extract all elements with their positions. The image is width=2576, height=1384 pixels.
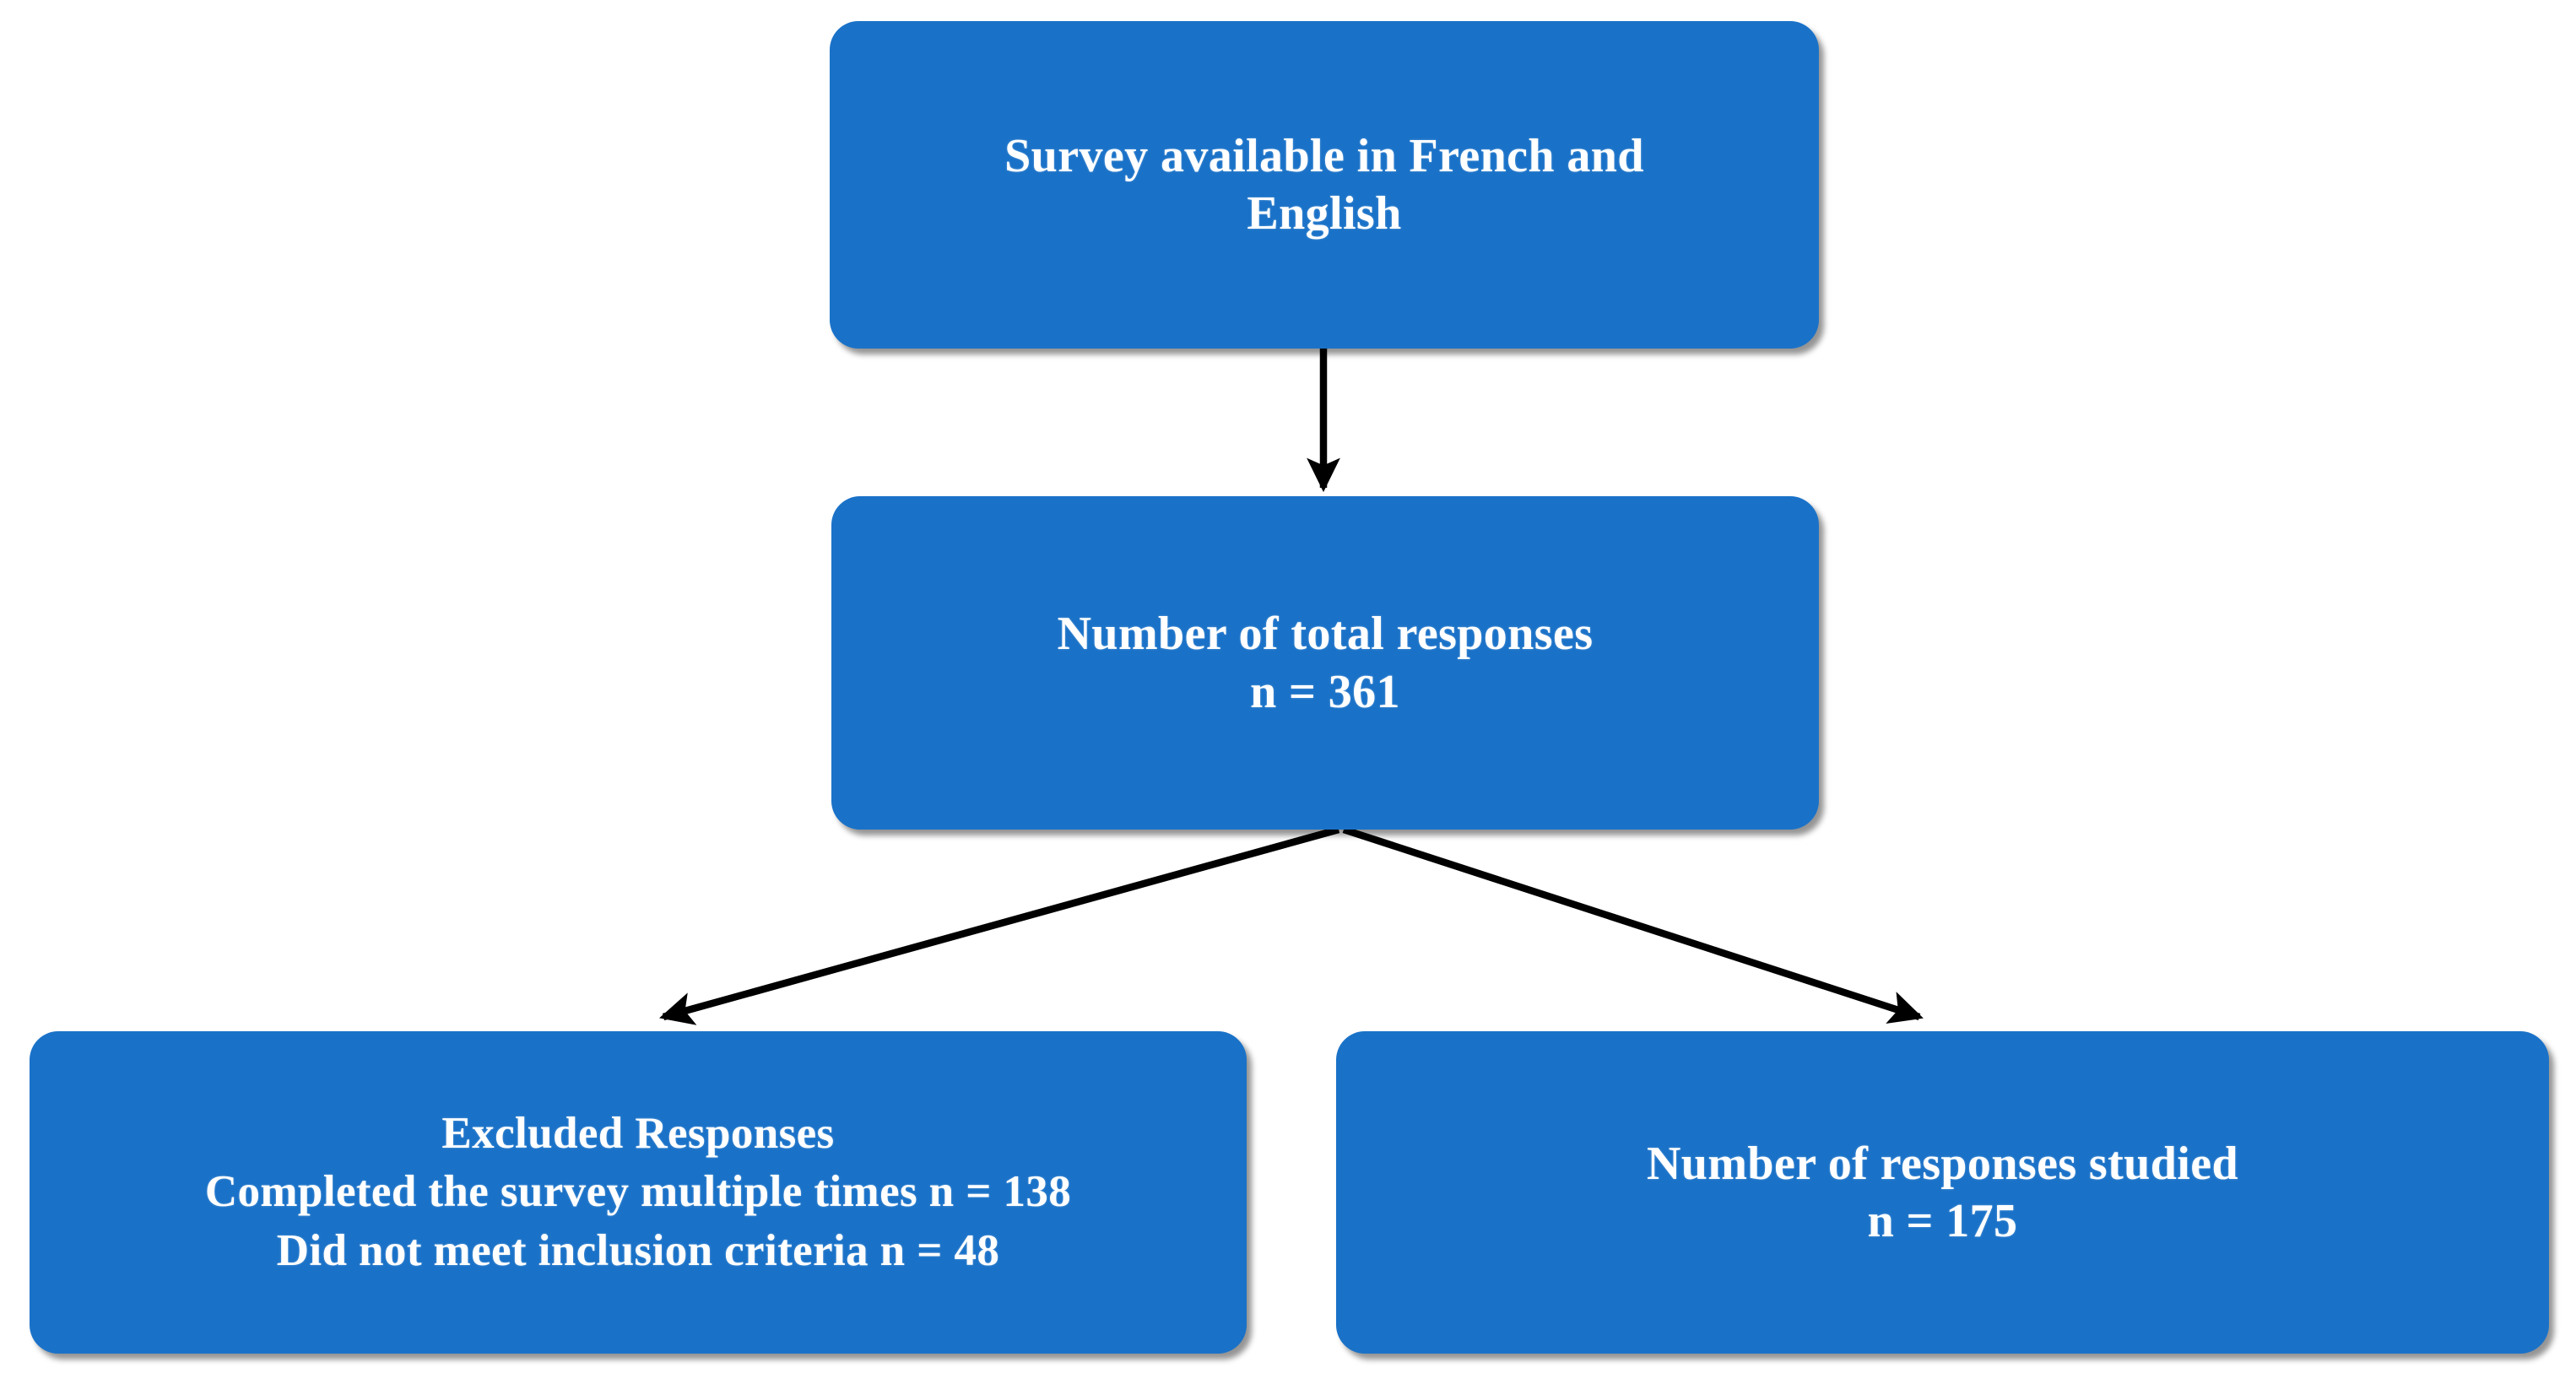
node-total-responses-text: Number of total responses n = 361 [831, 605, 1819, 721]
node-excluded-responses: Excluded Responses Completed the survey … [30, 1031, 1247, 1354]
node-text-line: Number of total responses [1057, 608, 1594, 661]
node-text-line: Completed the survey multiple times n = … [204, 1167, 1072, 1217]
node-responses-studied-text: Number of responses studied n = 175 [1336, 1135, 2549, 1251]
node-survey-available-text: Survey available in French and English [830, 127, 1819, 243]
node-excluded-responses-text: Excluded Responses Completed the survey … [30, 1105, 1247, 1280]
node-survey-available: Survey available in French and English [830, 21, 1819, 349]
node-text-line: Number of responses studied [1646, 1137, 2239, 1190]
node-text-line: n = 361 [1250, 665, 1400, 718]
node-text-line: English [1247, 187, 1402, 240]
node-responses-studied: Number of responses studied n = 175 [1336, 1031, 2549, 1354]
node-total-responses: Number of total responses n = 361 [831, 496, 1819, 830]
node-text-line: n = 175 [1867, 1195, 2018, 1247]
arrow-total-to-studied [1342, 825, 1924, 1024]
node-text-line: Did not meet inclusion criteria n = 48 [276, 1225, 1000, 1275]
node-text-line: Survey available in French and [1004, 129, 1644, 182]
arrow-total-to-excluded [659, 825, 1340, 1025]
node-text-line: Excluded Responses [441, 1108, 835, 1158]
